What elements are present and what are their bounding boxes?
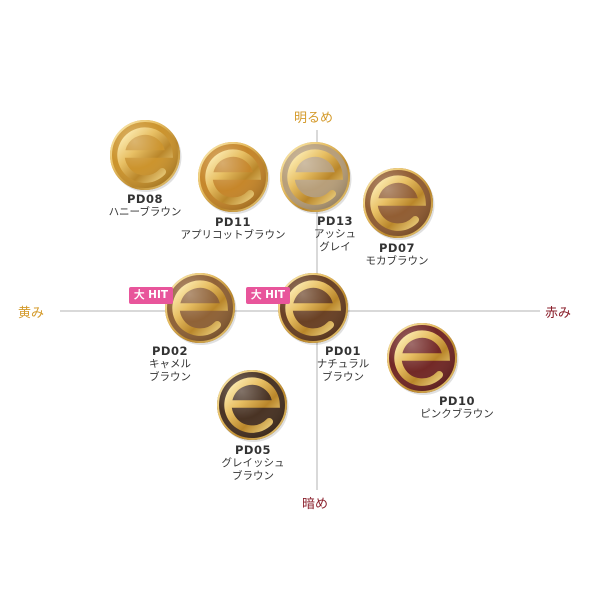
- e-logo-icon: [370, 175, 426, 231]
- shade-code: PD01: [325, 344, 361, 358]
- swatch-rim: [387, 323, 457, 393]
- swatch-pd02[interactable]: [165, 273, 237, 345]
- shade-pd05[interactable]: PD05 グレイッシュ ブラウン: [178, 444, 328, 483]
- e-logo-icon: [394, 330, 450, 386]
- shade-code: PD05: [235, 443, 271, 457]
- shade-name: ピンクブラウン: [420, 408, 494, 420]
- axis-label-bottom: 暗め: [302, 497, 329, 512]
- axis-label-right: 赤み: [545, 306, 572, 321]
- hit-badge-pd01: 大 HIT: [246, 287, 291, 304]
- shade-code: PD13: [317, 214, 353, 228]
- swatch-rim: [165, 273, 235, 343]
- e-logo-icon: [172, 280, 228, 336]
- shade-code: PD08: [127, 192, 163, 206]
- axis-label-top: 明るめ: [294, 111, 334, 126]
- shade-pd01[interactable]: PD01 ナチュラル ブラウン: [268, 345, 418, 384]
- shade-name: アプリコットブラウン: [180, 229, 286, 241]
- swatch-rim: [278, 273, 348, 343]
- swatch-pd01[interactable]: [278, 273, 350, 345]
- swatch-pd05[interactable]: [217, 370, 289, 442]
- swatch-group: [110, 120, 459, 442]
- shade-name: モカブラウン: [365, 255, 429, 267]
- e-logo-icon: [285, 280, 341, 336]
- e-logo-icon: [287, 149, 343, 205]
- swatch-pd13[interactable]: [280, 142, 352, 214]
- e-logo-icon: [117, 127, 173, 183]
- shade-name: キャメル ブラウン: [149, 358, 191, 383]
- shade-name: アッシュ グレイ: [314, 228, 356, 253]
- shade-pd11[interactable]: PD11 アプリコットブラウン: [158, 216, 308, 242]
- swatch-rim: [217, 370, 287, 440]
- swatch-pd10[interactable]: [387, 323, 459, 395]
- swatch-pd08[interactable]: [110, 120, 182, 192]
- shade-name: ハニーブラウン: [108, 206, 182, 218]
- swatch-rim: [110, 120, 180, 190]
- hit-badge-pd02: 大 HIT: [129, 287, 174, 304]
- shade-name: ナチュラル ブラウン: [316, 358, 370, 383]
- axis-label-left: 黄み: [18, 306, 45, 321]
- shade-pd02[interactable]: PD02 キャメル ブラウン: [95, 345, 245, 384]
- shade-pd13[interactable]: PD13 アッシュ グレイ: [260, 215, 410, 254]
- shade-code: PD11: [215, 215, 251, 229]
- swatch-pd07[interactable]: [363, 168, 435, 240]
- shade-code: PD07: [379, 241, 415, 255]
- shade-pd08[interactable]: PD08 ハニーブラウン: [70, 193, 220, 219]
- shade-code: PD02: [152, 344, 188, 358]
- shade-code: PD10: [439, 394, 475, 408]
- e-logo-icon: [205, 149, 261, 205]
- swatch-pd11[interactable]: [198, 142, 270, 214]
- shade-pd07[interactable]: PD07 モカブラウン: [322, 242, 472, 268]
- e-logo-icon: [224, 377, 280, 433]
- shade-pd10[interactable]: PD10 ピンクブラウン: [382, 395, 532, 421]
- swatch-rim: [280, 142, 350, 212]
- swatch-rim: [198, 142, 268, 212]
- swatch-rim: [363, 168, 433, 238]
- shade-name: グレイッシュ ブラウン: [221, 457, 285, 482]
